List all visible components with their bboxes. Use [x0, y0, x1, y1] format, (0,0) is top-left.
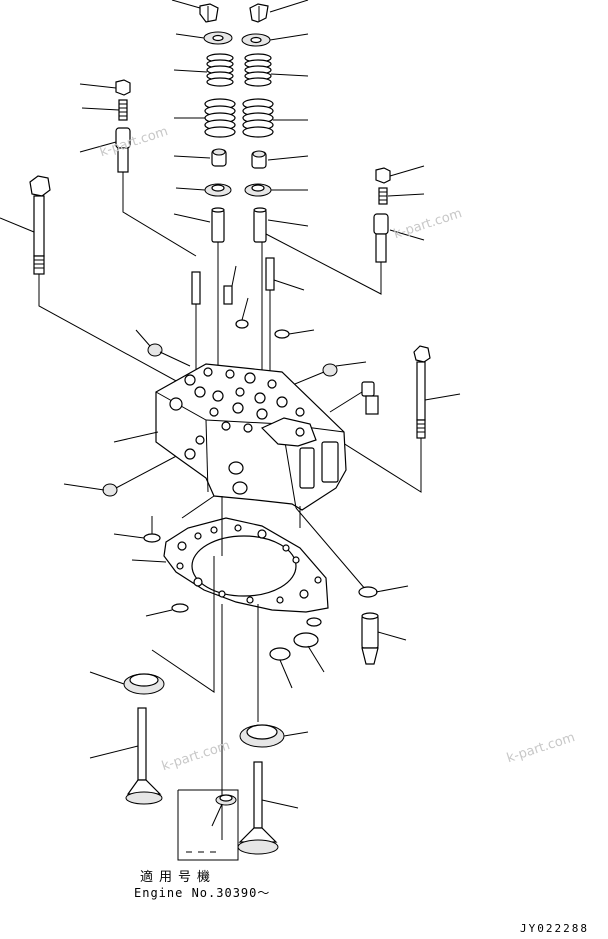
leader-line: [269, 0, 309, 13]
leader-line: [0, 217, 35, 233]
leader-line: [315, 425, 422, 493]
leader-line: [171, 0, 201, 9]
valve-guide-right: [253, 207, 267, 243]
adjust-screw-left: [118, 99, 128, 121]
leader-line: [283, 731, 309, 737]
expansion-plug-3: [102, 483, 118, 497]
washer-right: [358, 586, 378, 598]
o-ring-small-right: [274, 329, 290, 339]
leader-line: [307, 645, 325, 673]
leader-line: [273, 279, 305, 291]
cylinder-head-bolt-right: [413, 345, 431, 439]
applicability-label-jp: 適用号機: [140, 870, 217, 885]
leader-line: [175, 187, 206, 191]
leader-line: [63, 483, 105, 491]
exhaust-valve: [237, 761, 279, 855]
leader-line: [79, 141, 117, 153]
intake-valve: [125, 707, 163, 805]
valve-guide-left: [211, 207, 225, 243]
valve-stem-seal-left: [211, 148, 227, 167]
leader-line: [79, 83, 117, 89]
leader-line: [288, 329, 315, 335]
leader-line: [335, 361, 367, 367]
leader-line: [122, 172, 197, 257]
leader-line: [329, 391, 363, 413]
leader-line: [175, 33, 205, 39]
outer-valve-spring-right: [244, 53, 272, 87]
valve-stem-seal-right: [251, 150, 267, 169]
inner-valve-spring-left: [204, 98, 236, 138]
leader-line: [269, 33, 309, 41]
o-ring-c: [306, 617, 322, 627]
push-rod-tube-right: [265, 257, 275, 291]
leader-line: [113, 533, 145, 539]
o-ring-a: [143, 533, 161, 543]
leader-line: [135, 329, 151, 347]
valve-cotter-left: [199, 3, 219, 23]
leader-line: [181, 495, 215, 519]
leader-line: [424, 393, 461, 401]
leader-line: [279, 659, 293, 689]
leader-line: [89, 671, 125, 685]
o-ring-small: [235, 319, 249, 329]
cylinder-head: [155, 363, 347, 511]
leader-line: [375, 585, 409, 593]
valve-cotter-right: [249, 3, 269, 23]
seal-ring-e: [293, 632, 319, 648]
leader-line: [113, 431, 159, 443]
outer-valve-spring-left: [206, 53, 234, 87]
leader-line: [231, 265, 237, 287]
spring-retainer-left: [203, 31, 233, 45]
plug-screw: [361, 381, 379, 415]
spring-seat-right: [244, 183, 272, 197]
inner-valve-spring-right: [242, 98, 274, 138]
leader-line: [131, 559, 167, 563]
sleeve-right: [373, 213, 389, 263]
adjust-screw-right: [378, 187, 388, 205]
seal-ring-d: [269, 647, 291, 661]
expansion-plug-2: [322, 363, 338, 377]
valve-seat-insert-left: [123, 673, 165, 695]
leader-line: [81, 107, 120, 111]
sleeve-left: [115, 127, 131, 173]
leader-line: [377, 631, 407, 641]
leader-line: [241, 297, 249, 321]
leader-line: [89, 745, 139, 759]
o-ring-b: [171, 603, 189, 613]
leader-line: [295, 507, 367, 591]
leader-line: [270, 73, 309, 77]
applicability-box: [177, 789, 239, 861]
leader-line: [289, 371, 325, 387]
dowel-pin: [223, 285, 233, 305]
leader-line: [265, 233, 382, 295]
leader-line: [173, 69, 208, 73]
leader-line: [261, 799, 299, 809]
leader-line: [115, 451, 185, 489]
nozzle-sleeve: [361, 612, 379, 665]
engine-number-label: Engine No.30390～: [134, 886, 271, 900]
lock-nut-left: [115, 79, 131, 96]
leader-line: [387, 193, 425, 197]
lock-nut-right: [375, 167, 391, 184]
leader-line: [38, 274, 179, 383]
spring-seat-left: [204, 183, 232, 197]
expansion-plug-1: [147, 343, 163, 357]
valve-seat-insert-right: [239, 724, 285, 748]
spring-retainer-right: [241, 33, 271, 47]
cylinder-head-bolt-left: [29, 175, 51, 275]
leader-line: [159, 351, 191, 367]
leader-line: [173, 213, 211, 223]
cylinder-head-gasket: [163, 517, 329, 613]
leader-line: [267, 155, 309, 161]
leader-line: [389, 229, 425, 241]
leader-line: [389, 165, 425, 177]
drawing-code: JY022288: [520, 922, 589, 935]
leader-line: [145, 609, 173, 617]
push-rod-tube-left: [191, 271, 201, 305]
leader-line: [173, 155, 211, 159]
leader-line: [267, 219, 309, 227]
leader-line: [151, 556, 215, 693]
